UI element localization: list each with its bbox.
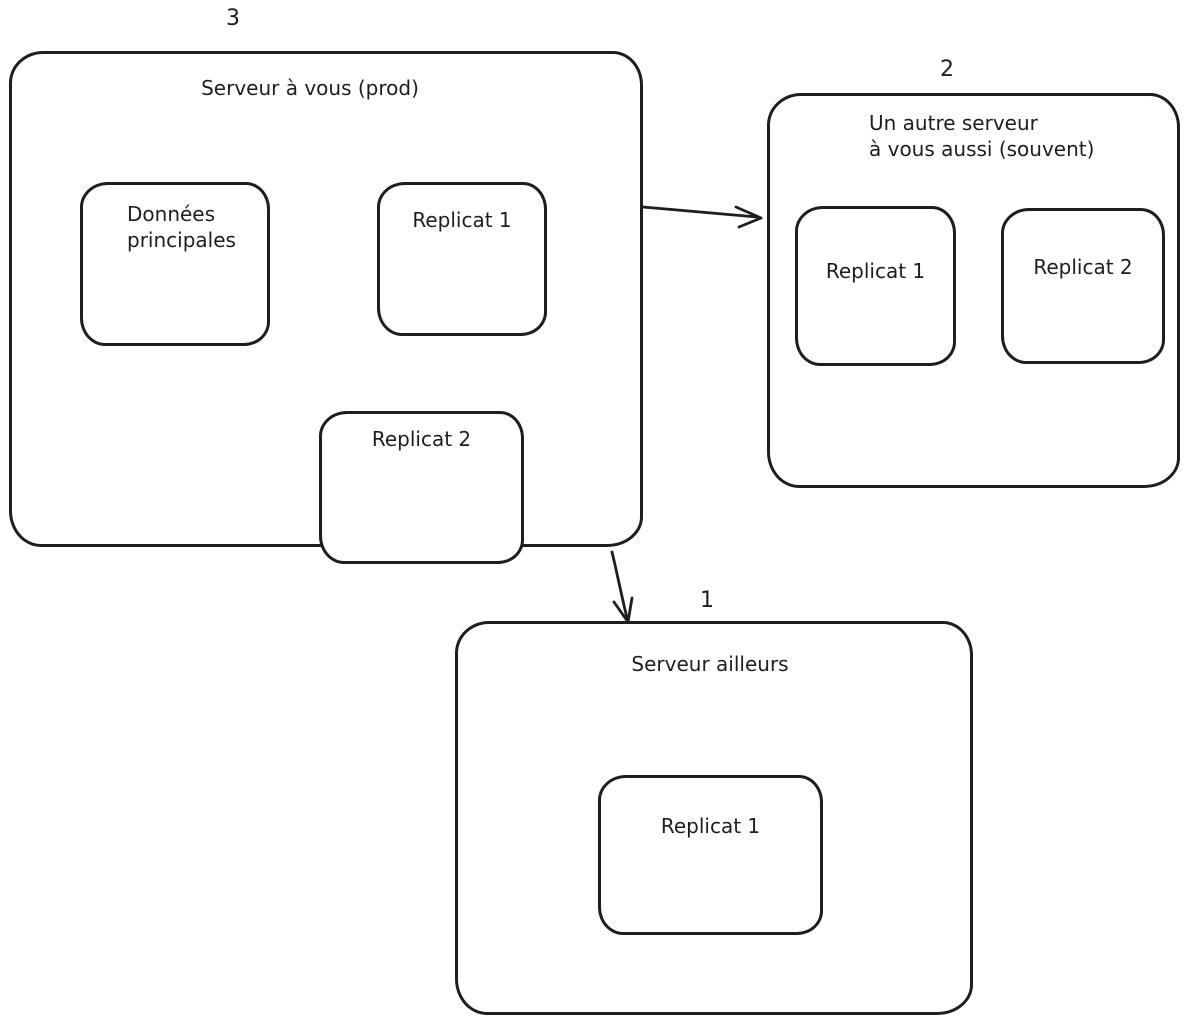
cluster-title-serveur-ailleurs: Serveur ailleurs (631, 652, 789, 676)
node-label-line2: principales (127, 228, 236, 252)
node-replicat-1-ailleurs: Replicat 1 (598, 775, 823, 935)
node-replicat-1-autre: Replicat 1 (795, 206, 956, 366)
node-label: Replicat 2 (371, 427, 472, 451)
cluster-title-serveur-prod: Serveur à vous (prod) (201, 76, 419, 100)
cluster-serveur-prod: Données principales Replicat 1 Replicat … (9, 51, 643, 564)
arrow-prod-to-server-elsewhere (610, 550, 634, 624)
node-replicat-2-autre: Replicat 2 (1001, 208, 1165, 364)
cluster-serveur-ailleurs: Serveur ailleurs Replicat 1 (455, 621, 973, 1015)
node-label: Replicat 1 (660, 814, 761, 838)
node-replicat-1-prod: Replicat 1 (377, 182, 547, 336)
node-replicat-2-prod: Replicat 2 (319, 411, 524, 564)
badge-step-2: 2 (940, 57, 954, 82)
cluster-title-line1: Un autre serveur (869, 111, 1038, 135)
node-label: Replicat 2 (1033, 255, 1133, 279)
node-label: Replicat 1 (412, 208, 512, 232)
node-label: Données principales (127, 201, 236, 253)
node-label-line1: Données (127, 202, 216, 226)
node-donnees-principales: Données principales (80, 182, 270, 346)
badge-step-1: 1 (700, 588, 714, 613)
cluster-title-autre-serveur: Un autre serveur à vous aussi (souvent) (869, 110, 1094, 162)
badge-step-3: 3 (226, 6, 240, 31)
cluster-title-line2: à vous aussi (souvent) (869, 137, 1095, 161)
node-label: Replicat 1 (825, 259, 926, 283)
arrow-prod-to-other-server (641, 205, 763, 229)
cluster-autre-serveur: Un autre serveur à vous aussi (souvent) … (767, 93, 1180, 488)
